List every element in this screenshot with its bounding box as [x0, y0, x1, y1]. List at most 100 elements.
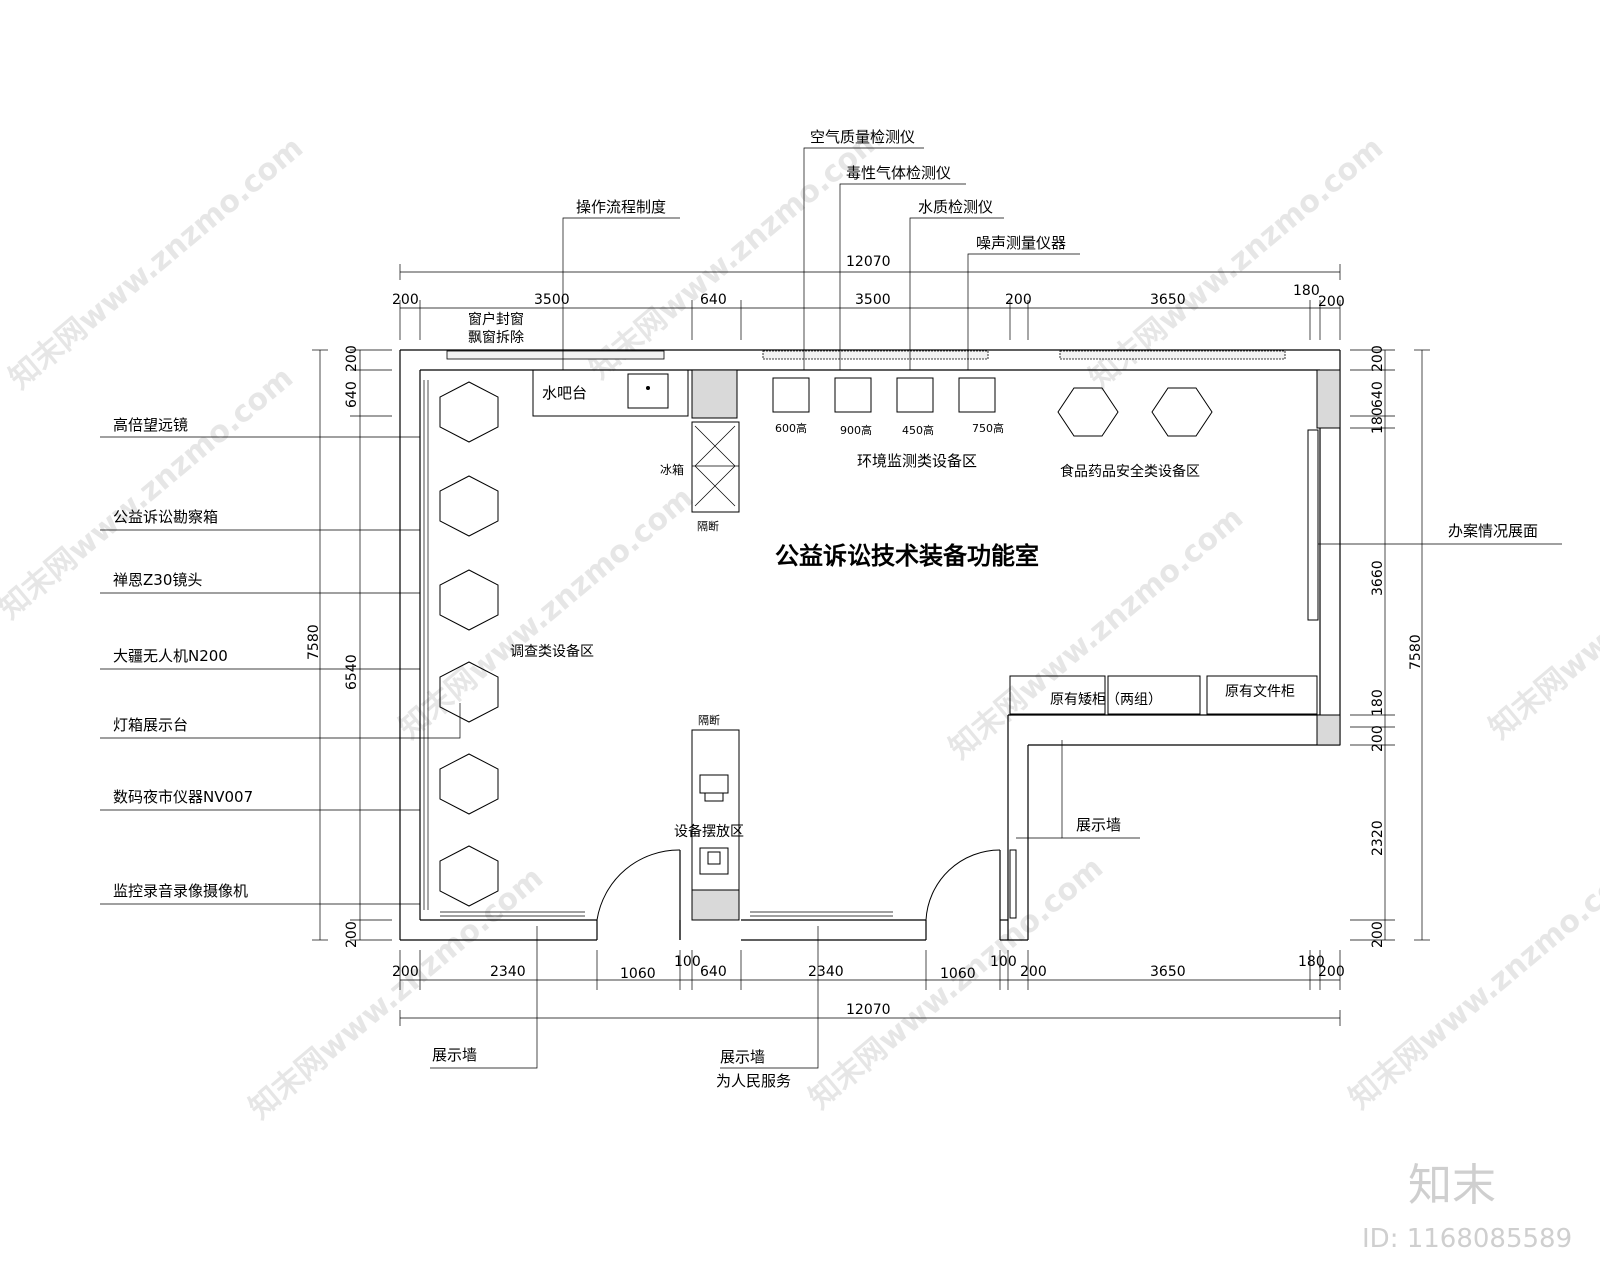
equip-zone-label: 设备摆放区	[674, 823, 744, 840]
dim-left-total: 7580	[306, 624, 322, 660]
right-dimensions: 200 640 180 3660 180 200 2320 200 7580	[1350, 345, 1430, 948]
env-pedestals: 600高 900高 450高 750高 环境监测类设备区	[772, 377, 1004, 470]
top-dimensions: 12070 200 3500 640 3500 200 3650 180 200	[392, 254, 1345, 340]
dim-top-seg: 180	[1293, 283, 1320, 299]
callout-water: 水质检测仪	[918, 198, 993, 216]
dim-bottom-seg: 1060	[940, 966, 976, 982]
callout-lightbox: 灯箱展示台	[113, 716, 188, 734]
partition-bottom-label: 隔断	[698, 713, 720, 727]
bottom-callouts: 展示墙 展示墙 为人民服务	[430, 926, 819, 1090]
left-dimensions: 7580 200 640 6540 200	[306, 345, 392, 948]
dim-right-seg: 200	[1370, 345, 1386, 372]
dim-top-seg: 3650	[1150, 292, 1186, 308]
dim-left-seg: 200	[344, 345, 360, 372]
watermark: 知末网www.znzmo.com	[943, 500, 1250, 766]
right-callouts: 办案情况展面 展示墙	[1016, 522, 1562, 839]
dim-left-inner: 6540	[344, 654, 360, 690]
callout-display-wall-bottom-left: 展示墙	[432, 1046, 477, 1064]
dim-top-seg: 200	[1318, 294, 1345, 310]
file-cabinet-label: 原有文件柜	[1225, 684, 1295, 700]
bar-label: 水吧台	[542, 384, 587, 402]
dim-right-seg: 3660	[1370, 560, 1386, 596]
watermark: 知末网www.znzmo.com	[803, 850, 1110, 1116]
dim-right-seg: 640	[1370, 381, 1386, 408]
watermark: 知末网www.znzmo.com	[1483, 480, 1600, 746]
dim-top-total: 12070	[846, 254, 891, 270]
food-zone-label: 食品药品安全类设备区	[1060, 463, 1200, 480]
dim-bottom-seg: 640	[700, 964, 727, 980]
survey-zone-label: 调查类设备区	[510, 643, 594, 660]
doors	[596, 849, 1001, 921]
dim-left-seg: 200	[344, 921, 360, 948]
watermark: 知末网www.znzmo.com	[1343, 850, 1600, 1116]
cabinets: 原有矮柜（两组） 原有文件柜	[1009, 429, 1319, 919]
dim-bottom-seg: 180	[1298, 954, 1325, 970]
left-callouts: 高倍望远镜 公益诉讼勘察箱 禅恩Z30镜头 大疆无人机N200 灯箱展示台 数码…	[100, 416, 461, 905]
dim-top-seg: 3500	[855, 292, 891, 308]
pedestal-label: 600高	[775, 421, 807, 435]
top-callouts: 空气质量检测仪 毒性气体检测仪 水质检测仪 噪声测量仪器 操作流程制度	[562, 128, 1080, 370]
survey-zone: 调查类设备区	[423, 380, 594, 910]
callout-case-display: 办案情况展面	[1448, 522, 1538, 540]
env-zone-label: 环境监测类设备区	[857, 452, 977, 470]
dim-bottom-seg: 200	[392, 964, 419, 980]
partition-top-label: 隔断	[697, 519, 719, 533]
pedestal-label: 750高	[972, 421, 1004, 435]
pedestal-label: 900高	[840, 423, 872, 437]
dim-left-seg: 640	[344, 381, 360, 408]
dim-right-seg: 180	[1370, 689, 1386, 716]
callout-display-wall-bottom-center: 展示墙	[720, 1048, 765, 1066]
image-id-label: ID: 1168085589	[1362, 1224, 1572, 1254]
dim-bottom-seg: 2340	[808, 964, 844, 980]
brand-logo-text: 知末	[1408, 1160, 1496, 1211]
callout-telescope: 高倍望远镜	[113, 416, 188, 434]
dim-bottom-seg: 100	[674, 954, 701, 970]
callout-night-vision: 数码夜市仪器NV007	[113, 788, 253, 806]
watermark: 知末网www.znzmo.com	[393, 480, 700, 746]
dim-bottom-seg: 200	[1318, 964, 1345, 980]
low-cabinet-label: 原有矮柜（两组）	[1050, 692, 1162, 708]
bottom-dimensions: 200 2340 1060 100 640 2340 1060 100 200 …	[392, 950, 1345, 1026]
dim-right-total: 7580	[1408, 634, 1424, 670]
dim-bottom-seg: 2340	[490, 964, 526, 980]
room-title: 公益诉讼技术装备功能室	[775, 542, 1039, 570]
watermark: 知末网www.znzmo.com	[243, 860, 550, 1126]
bar-area: 水吧台 冰箱 隔断	[532, 369, 740, 533]
callout-survey-box: 公益诉讼勘察箱	[113, 508, 218, 526]
bottom-display	[440, 911, 893, 917]
dim-bottom-seg: 200	[1020, 964, 1047, 980]
callout-noise: 噪声测量仪器	[976, 234, 1066, 252]
windows	[446, 350, 1286, 360]
callout-drone: 大疆无人机N200	[113, 647, 228, 665]
callout-serve-people: 为人民服务	[716, 1072, 791, 1090]
dim-bottom-seg: 1060	[620, 966, 656, 982]
dim-bottom-seg: 3650	[1150, 964, 1186, 980]
dim-right-seg: 200	[1370, 921, 1386, 948]
pedestal-label: 450高	[902, 423, 934, 437]
callout-camera: 监控录音录像摄像机	[113, 882, 248, 900]
dim-top-seg: 200	[1005, 292, 1032, 308]
dim-right-seg: 180	[1370, 407, 1386, 434]
dim-right-seg: 200	[1370, 725, 1386, 752]
watermark: 知末网www.znzmo.com	[3, 130, 310, 396]
equipment-area: 隔断 设备摆放区	[674, 713, 744, 921]
dim-bottom-total: 12070	[846, 1002, 891, 1018]
callout-air-quality: 空气质量检测仪	[810, 128, 915, 146]
dim-top-seg: 640	[700, 292, 727, 308]
food-zone: 食品药品安全类设备区	[1057, 387, 1213, 480]
window-label-1: 窗户封窗	[468, 311, 524, 328]
callout-toxic-gas: 毒性气体检测仪	[846, 164, 951, 182]
dim-right-seg: 2320	[1370, 820, 1386, 856]
callout-procedure: 操作流程制度	[576, 198, 666, 216]
walls	[399, 349, 1341, 941]
callout-lens: 禅恩Z30镜头	[113, 571, 202, 589]
fridge-label: 冰箱	[660, 462, 684, 477]
dim-top-seg: 3500	[534, 292, 570, 308]
callout-display-wall-right: 展示墙	[1076, 816, 1121, 834]
dim-bottom-seg: 100	[990, 954, 1017, 970]
watermark-layer: 知末网www.znzmo.com 知末网www.znzmo.com 知末网www…	[0, 120, 1600, 1126]
dim-top-seg: 200	[392, 292, 419, 308]
watermark: 知末网www.znzmo.com	[583, 120, 890, 386]
window-label-2: 飘窗拆除	[468, 329, 524, 346]
